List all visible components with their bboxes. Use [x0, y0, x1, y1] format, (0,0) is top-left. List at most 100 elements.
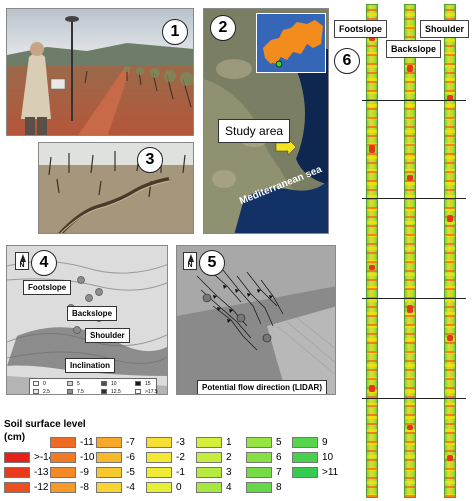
incl-label: 2.5 [43, 389, 50, 395]
legend-label: -12 [34, 481, 49, 493]
section-marker [362, 100, 466, 101]
legend-swatch [146, 436, 172, 448]
legend-label: >11 [322, 466, 339, 478]
legend-item: -9 [50, 466, 89, 478]
legend-item: 0 [146, 481, 182, 493]
legend-swatch [292, 451, 318, 463]
inclination-class-legend: 0 5 10 15 2.5 7.5 12.5 >17.5 [29, 378, 158, 395]
legend-item: -13 [4, 466, 48, 478]
incl-swatch-0 [33, 381, 39, 386]
strip-label-footslope: Footslope [334, 20, 387, 38]
legend-swatch [96, 451, 122, 463]
photo-rill-panel: 3 [38, 142, 194, 234]
incl-label: 12.5 [111, 389, 121, 395]
incl-swatch-15 [135, 381, 141, 386]
legend-label: 3 [226, 466, 232, 478]
incl-label: 0 [43, 381, 46, 387]
legend-item: 5 [246, 436, 282, 448]
backslope-label: Backslope [67, 306, 118, 321]
legend-swatch [196, 436, 222, 448]
legend-swatch [4, 466, 30, 478]
legend-swatch [96, 436, 122, 448]
legend-item: -2 [146, 451, 185, 463]
incl-swatch-7-5 [67, 389, 73, 394]
satellite-map-panel: 2 Study area Mediterranean sea [203, 8, 329, 234]
photo-surveyor [7, 9, 193, 135]
legend-swatch [4, 451, 30, 463]
legend-label: -4 [126, 481, 135, 493]
legend-label: -2 [176, 451, 185, 463]
footslope-label: Footslope [23, 280, 72, 295]
strip-footslope [366, 4, 378, 498]
legend-label: 5 [276, 436, 282, 448]
incl-label: 7.5 [77, 389, 84, 395]
legend-label: -10 [80, 451, 95, 463]
incl-label: 10 [111, 381, 117, 387]
europe-inset-map [256, 13, 326, 73]
legend-swatch [50, 481, 76, 493]
photo-rill [39, 143, 193, 233]
legend-swatch [146, 466, 172, 478]
legend-swatch [246, 466, 272, 478]
legend-item: 9 [292, 436, 328, 448]
incl-swatch-2-5 [33, 389, 39, 394]
legend-item: 4 [196, 481, 232, 493]
legend-title-line1: Soil surface level [4, 419, 86, 430]
legend-item: -12 [4, 481, 48, 493]
legend-swatch [292, 436, 318, 448]
section-marker [362, 398, 466, 399]
legend-item: 10 [292, 451, 333, 463]
legend-label: 6 [276, 451, 282, 463]
legend-swatch [292, 466, 318, 478]
legend-label: 0 [176, 481, 182, 493]
legend-label: -1 [176, 466, 185, 478]
north-arrow-icon: N [183, 252, 197, 270]
legend-item: -1 [146, 466, 185, 478]
legend-swatch [50, 451, 76, 463]
legend-item: -7 [96, 436, 135, 448]
flow-direction-panel: N 5 Potential flow direction (LIDAR) [176, 245, 336, 395]
legend-swatch [50, 436, 76, 448]
legend-label: -8 [80, 481, 89, 493]
north-arrow-icon: N [15, 252, 29, 270]
legend-item: -11 [50, 436, 94, 448]
legend-swatch [196, 466, 222, 478]
incl-swatch-12-5 [101, 389, 107, 394]
legend-item: -3 [146, 436, 185, 448]
legend-label: -11 [80, 436, 94, 448]
shoulder-label: Shoulder [85, 328, 130, 343]
legend-swatch [50, 466, 76, 478]
legend-label: -13 [34, 466, 49, 478]
legend-item: >11 [292, 466, 338, 478]
strip-label-backslope: Backslope [386, 40, 442, 58]
legend-label: -7 [126, 436, 135, 448]
legend-swatch [146, 451, 172, 463]
inclination-map-panel: N 4 Footslope Backslope Shoulder Inclina… [6, 245, 168, 395]
legend-swatch [96, 481, 122, 493]
panel-number-3: 3 [137, 147, 163, 173]
section-marker [362, 298, 466, 299]
panel-number-5: 5 [199, 250, 225, 276]
legend-label: 8 [276, 481, 282, 493]
legend-label: 7 [276, 466, 282, 478]
strip-shoulder [444, 4, 456, 498]
legend-item: >-14 [4, 451, 54, 463]
panel-number-4: 4 [31, 250, 57, 276]
panel-number-6: 6 [334, 48, 360, 74]
legend-label: 2 [226, 451, 232, 463]
legend-label: >-14 [34, 451, 55, 463]
legend-swatch [196, 451, 222, 463]
incl-label: >17.5 [145, 389, 158, 395]
legend-label: -9 [80, 466, 89, 478]
legend-item: -6 [96, 451, 135, 463]
legend-item: 6 [246, 451, 282, 463]
legend-item: 7 [246, 466, 282, 478]
legend-item: -5 [96, 466, 135, 478]
legend-item: -10 [50, 451, 94, 463]
incl-label: 15 [145, 381, 151, 387]
legend-item: 2 [196, 451, 232, 463]
legend-label: 10 [322, 451, 334, 463]
legend-label: -6 [126, 451, 135, 463]
section-marker [362, 198, 466, 199]
inclination-label: Inclination [65, 358, 115, 373]
